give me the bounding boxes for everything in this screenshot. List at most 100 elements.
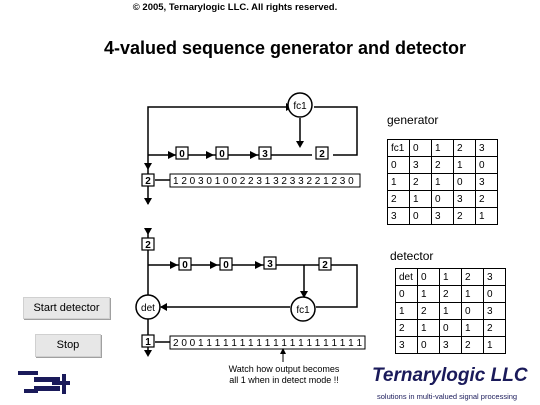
table-cell: 1 <box>453 156 476 174</box>
table-cell: 3 <box>475 173 498 191</box>
table-row: det 0 1 2 3 <box>395 268 506 286</box>
generator-feedback-value: 2 <box>145 176 151 187</box>
table-cell: 0 <box>387 156 410 174</box>
stop-button[interactable]: Stop <box>35 334 101 357</box>
table-cell: 3 <box>475 139 498 157</box>
detector-gate-fc1 <box>290 296 316 322</box>
detector-caption: detector <box>390 249 434 263</box>
brand-name: Ternarylogic LLC <box>372 365 528 386</box>
table-cell: fc1 <box>387 139 410 157</box>
table-cell: 1 <box>483 336 506 354</box>
logo-bar <box>34 386 60 391</box>
table-cell: 3 <box>439 336 462 354</box>
table-cell: 2 <box>431 156 454 174</box>
table-cell: 0 <box>395 285 418 303</box>
generator-feedback-line <box>147 106 286 204</box>
generator-delay-boxes <box>141 146 329 187</box>
table-cell: 0 <box>417 268 440 286</box>
table-row: fc1 0 1 2 3 <box>387 139 498 157</box>
generator-delay-box <box>175 146 189 160</box>
table-row: 1 2 1 0 3 <box>387 173 498 191</box>
logo-bar <box>18 371 38 375</box>
table-cell: 1 <box>387 173 410 191</box>
table-row: 0 3 2 1 0 <box>387 156 498 174</box>
detector-arrows <box>144 228 308 357</box>
generator-arrow <box>168 151 176 159</box>
table-row: 2 1 0 1 2 <box>395 319 506 337</box>
table-cell: 3 <box>483 302 506 320</box>
generator-arrow <box>206 151 214 159</box>
table-cell: 0 <box>409 207 432 225</box>
detector-arrow <box>144 228 152 235</box>
table-cell: 3 <box>387 207 410 225</box>
generator-gate-label: fc1 <box>293 101 307 112</box>
detector-arrow <box>300 291 308 298</box>
detector-arrow <box>144 350 152 357</box>
generator-gate-fc1 <box>287 92 313 118</box>
table-cell: 1 <box>395 302 418 320</box>
detector-output-sequence: 2 0 0 1 1 1 1 1 1 1 1 1 1 1 1 1 1 1 1 1 … <box>173 338 362 349</box>
table-cell: 2 <box>409 173 432 191</box>
generator-truth-table: fc1 0 1 2 3 0 3 2 1 0 1 2 1 0 3 2 1 0 3 … <box>387 139 498 225</box>
company-logo <box>18 371 70 394</box>
detector-gate-det <box>135 294 161 320</box>
table-cell: 1 <box>417 285 440 303</box>
table-row: 3 0 3 2 1 <box>387 207 498 225</box>
start-detector-button[interactable]: Start detector <box>23 297 110 319</box>
note-line: Watch how output becomes <box>228 364 340 374</box>
generator-delay-value: 0 <box>219 149 225 160</box>
detector-arrow <box>170 261 178 269</box>
generator-delay-value: 0 <box>179 149 185 160</box>
table-cell: 2 <box>453 139 476 157</box>
table-row: 1 2 1 0 3 <box>395 302 506 320</box>
table-cell: 1 <box>431 139 454 157</box>
note-line: all 1 when in detect mode !! <box>229 375 339 385</box>
logo-bar <box>34 377 60 382</box>
table-cell: 0 <box>461 302 484 320</box>
table-row: 2 1 0 3 2 <box>387 190 498 208</box>
logo-bar <box>52 381 70 385</box>
table-cell: 1 <box>431 173 454 191</box>
detector-delay-value: 0 <box>223 260 229 271</box>
table-cell: 0 <box>439 319 462 337</box>
logo-bar <box>62 374 66 394</box>
generator-arrow <box>250 151 258 159</box>
generator-arrow <box>144 163 152 170</box>
table-cell: 3 <box>409 156 432 174</box>
table-cell: 1 <box>409 190 432 208</box>
copyright-text: © 2005, Ternarylogic LLC. All rights res… <box>132 2 338 13</box>
generator-arrow <box>296 141 304 148</box>
detector-delay-value: 0 <box>182 260 188 271</box>
table-cell: 3 <box>431 207 454 225</box>
note-pointer-arrow <box>280 348 286 354</box>
table-cell: 1 <box>439 302 462 320</box>
detector-gate-det-label: det <box>141 303 155 314</box>
table-cell: 1 <box>439 268 462 286</box>
generator-delay-value: 3 <box>262 149 268 160</box>
logo-bar <box>24 389 38 393</box>
table-cell: 2 <box>439 285 462 303</box>
table-cell: 2 <box>461 268 484 286</box>
detector-loop-line <box>316 264 358 308</box>
detector-output-value: 1 <box>145 337 151 348</box>
generator-delay-box <box>258 146 272 160</box>
table-cell: det <box>395 268 418 286</box>
table-row: 0 1 2 1 0 <box>395 285 506 303</box>
table-cell: 0 <box>483 285 506 303</box>
table-cell: 0 <box>453 173 476 191</box>
detector-delay-value: 3 <box>267 259 273 270</box>
detector-delay-value: 2 <box>322 260 328 271</box>
generator-loop-line <box>314 106 358 156</box>
brand-tagline: solutions in multi-valued signal process… <box>377 392 518 401</box>
detector-gate-fc1-label: fc1 <box>296 305 310 316</box>
generator-output-sequence: 1 2 0 3 0 1 0 0 2 2 3 1 3 2 3 3 2 2 1 2 … <box>173 176 354 187</box>
generator-feedback-box <box>141 173 155 187</box>
detector-input-value: 2 <box>145 240 151 251</box>
detector-delay-box <box>178 257 192 271</box>
detector-input-box <box>141 237 155 251</box>
table-cell: 2 <box>387 190 410 208</box>
table-cell: 0 <box>475 156 498 174</box>
detector-delay-box <box>318 257 332 271</box>
generator-arrows <box>144 103 304 205</box>
table-cell: 3 <box>453 190 476 208</box>
